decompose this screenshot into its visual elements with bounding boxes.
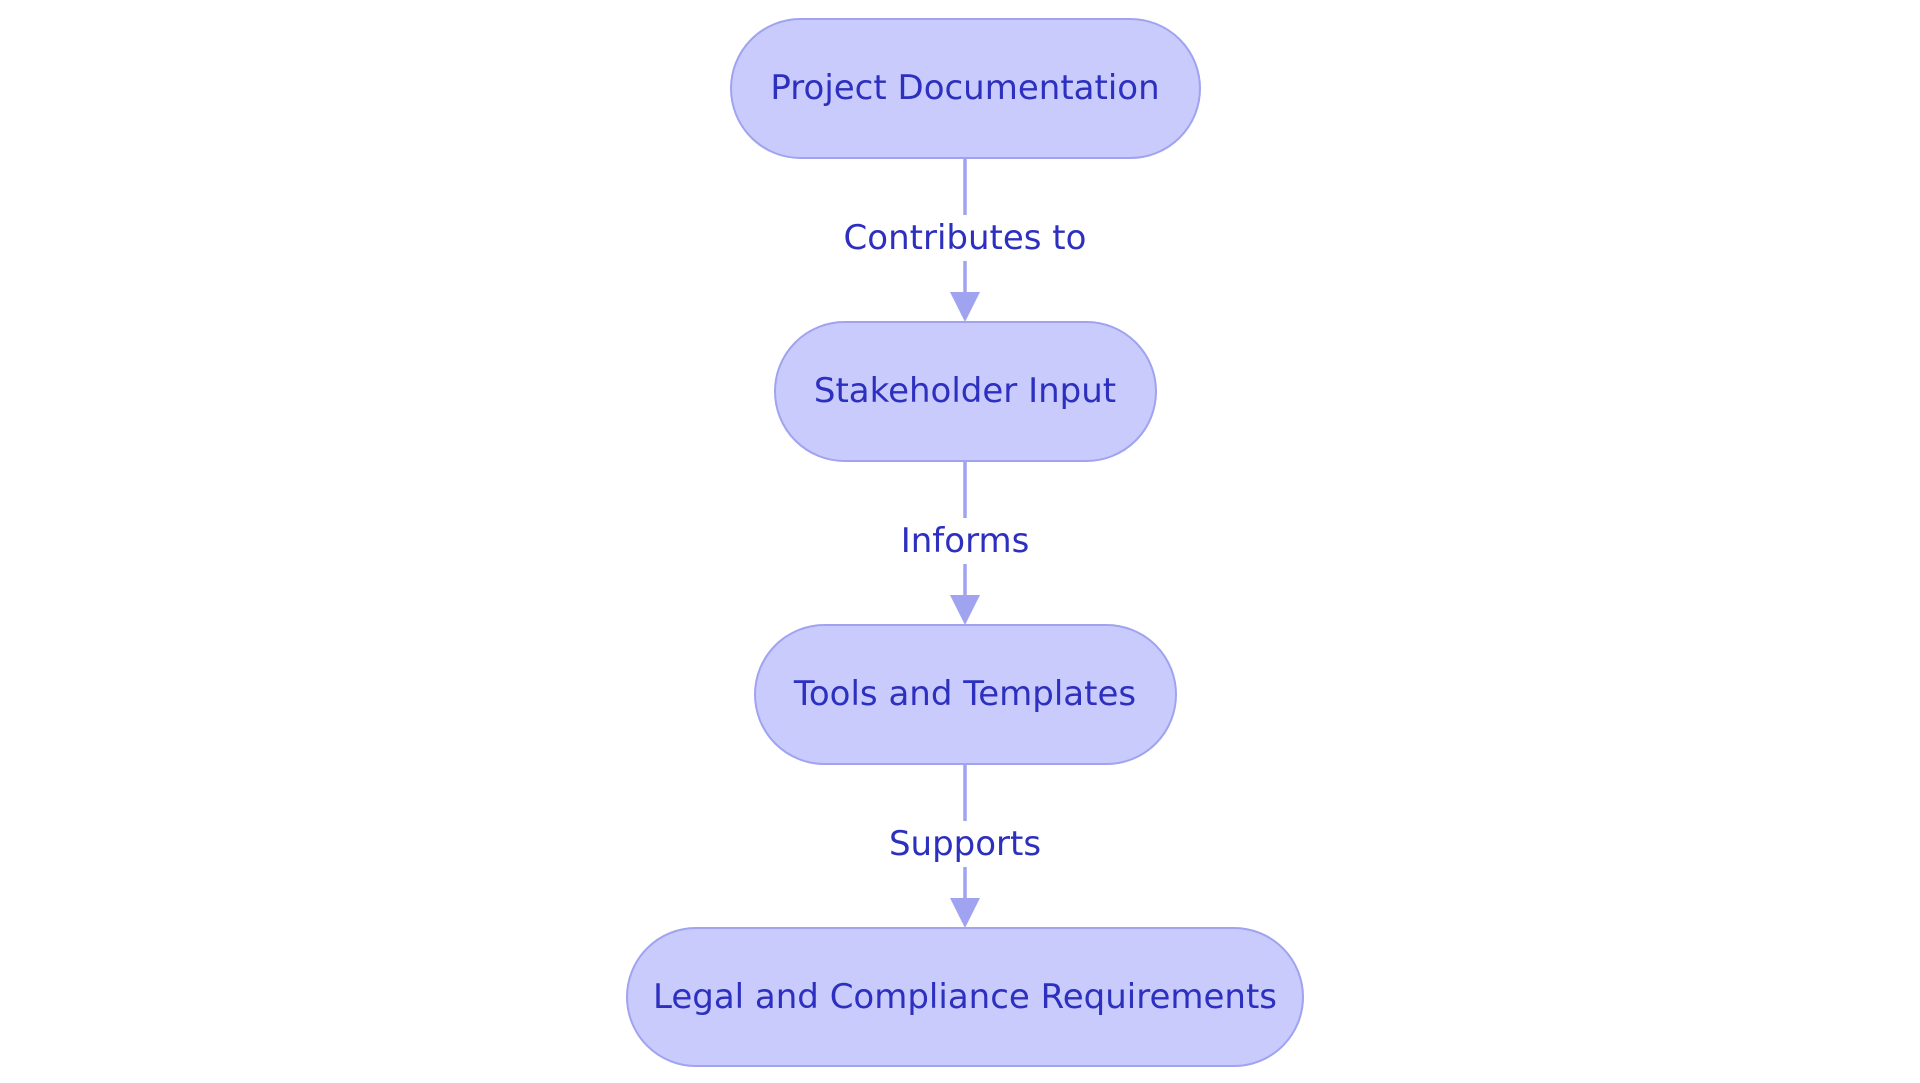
edge-label-informs: Informs (901, 521, 1030, 561)
edge-label-contributes-to: Contributes to (844, 218, 1087, 258)
edge-supports: Supports (885, 764, 1045, 928)
node-shape (626, 927, 1304, 1067)
node-shape (754, 624, 1177, 765)
edge-label-supports: Supports (889, 824, 1041, 864)
edge-label-background (900, 518, 1030, 564)
node-shape (774, 321, 1157, 462)
node-label: Tools and Templates (793, 674, 1136, 714)
edge-label-background (845, 215, 1085, 261)
arrow-head (950, 595, 980, 625)
node-shape (730, 18, 1201, 159)
edge-informs: Informs (900, 461, 1030, 625)
node-label: Project Documentation (770, 68, 1159, 108)
node-label: Stakeholder Input (814, 371, 1116, 411)
node-stakeholder-input: Stakeholder Input (774, 321, 1157, 462)
arrow-head (950, 292, 980, 322)
node-tools-and-templates: Tools and Templates (754, 624, 1177, 765)
edge-contributes-to: Contributes to (844, 158, 1087, 322)
edge-label-background (885, 821, 1045, 867)
node-label: Legal and Compliance Requirements (653, 977, 1277, 1017)
arrow-head (950, 898, 980, 928)
node-project-documentation: Project Documentation (730, 18, 1201, 159)
node-legal-and-compliance-requirements: Legal and Compliance Requirements (626, 927, 1304, 1067)
